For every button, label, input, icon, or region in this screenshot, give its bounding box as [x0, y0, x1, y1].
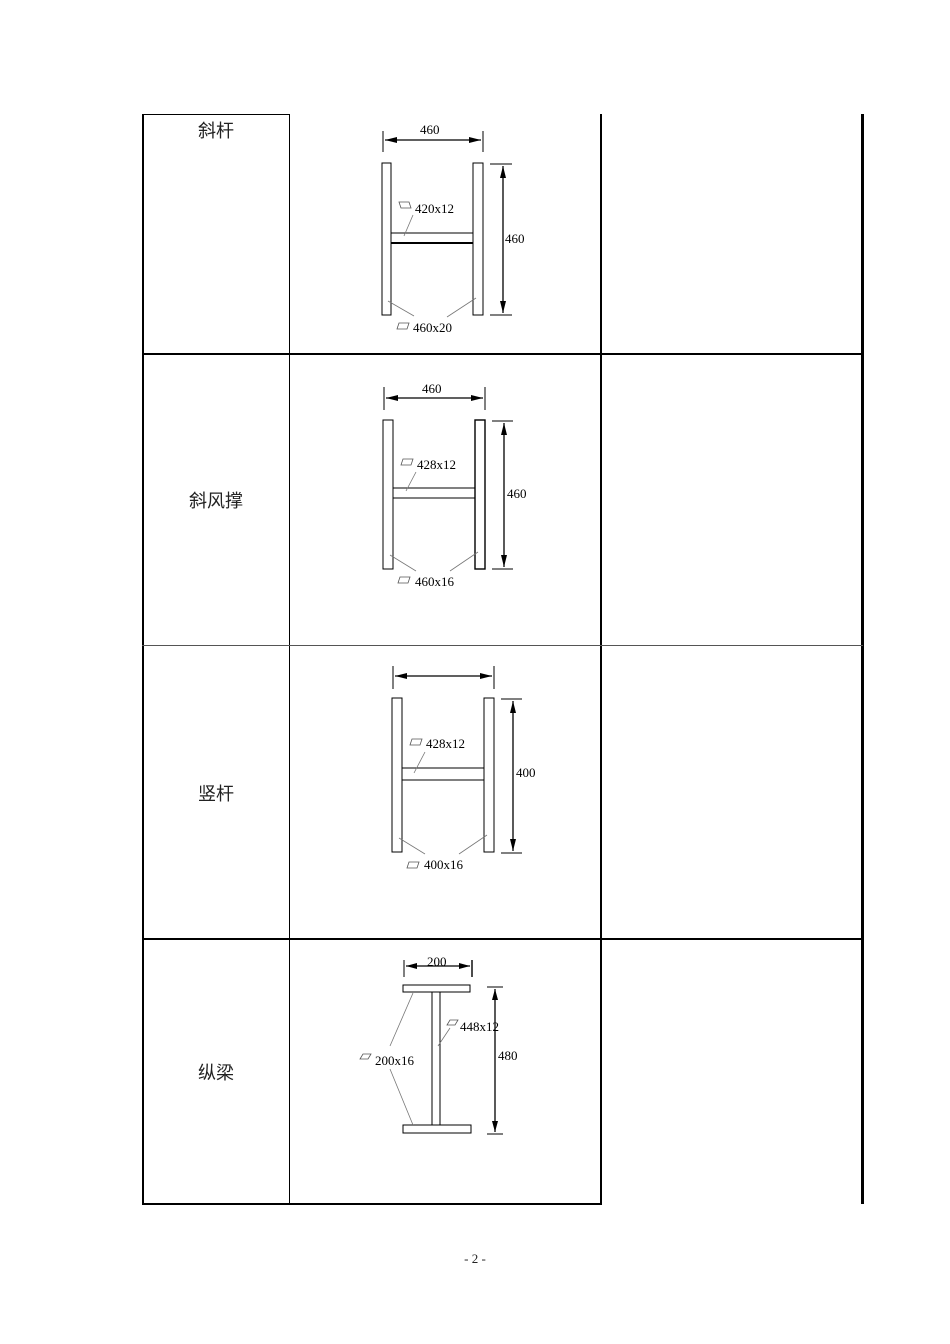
table-divider-col1	[289, 114, 290, 1205]
row-divider-1	[142, 353, 863, 355]
member-name-diagonal-bar: 斜杆	[198, 121, 234, 142]
table-border-left	[142, 114, 144, 1205]
table-border-right	[861, 114, 864, 1204]
table-border-top	[142, 114, 290, 115]
table-divider-col2	[600, 114, 602, 1205]
remarks-cell	[603, 940, 859, 1202]
flange-plate-label: 400x16	[424, 857, 463, 872]
member-name-longitudinal-beam: 纵梁	[198, 1063, 234, 1084]
member-name-vertical-bar: 竖杆	[198, 784, 234, 805]
row-divider-2	[142, 645, 863, 646]
flange-plate-label: 460x20	[413, 320, 452, 335]
page-number: - 2 -	[464, 1251, 486, 1266]
web-plate-label: 428x12	[417, 457, 456, 472]
flange-plate-label: 460x16	[415, 574, 454, 589]
width-dim-label: 200	[427, 954, 447, 969]
height-dim-label: 400	[516, 765, 536, 780]
web-plate-label: 448x12	[460, 1019, 499, 1034]
flange-plate-label: 200x16	[375, 1053, 414, 1068]
height-dim-label: 460	[505, 231, 525, 246]
web-plate-label: 420x12	[415, 201, 454, 216]
table-border-bottom	[142, 1203, 602, 1205]
member-name-diagonal-wind-brace: 斜风撑	[189, 491, 243, 512]
height-dim-label: 480	[498, 1048, 518, 1063]
row-divider-3	[142, 938, 863, 940]
width-dim-label: 460	[422, 381, 442, 396]
width-dim-label: 460	[420, 122, 440, 137]
height-dim-label: 460	[507, 486, 527, 501]
web-plate-label: 428x12	[426, 736, 465, 751]
